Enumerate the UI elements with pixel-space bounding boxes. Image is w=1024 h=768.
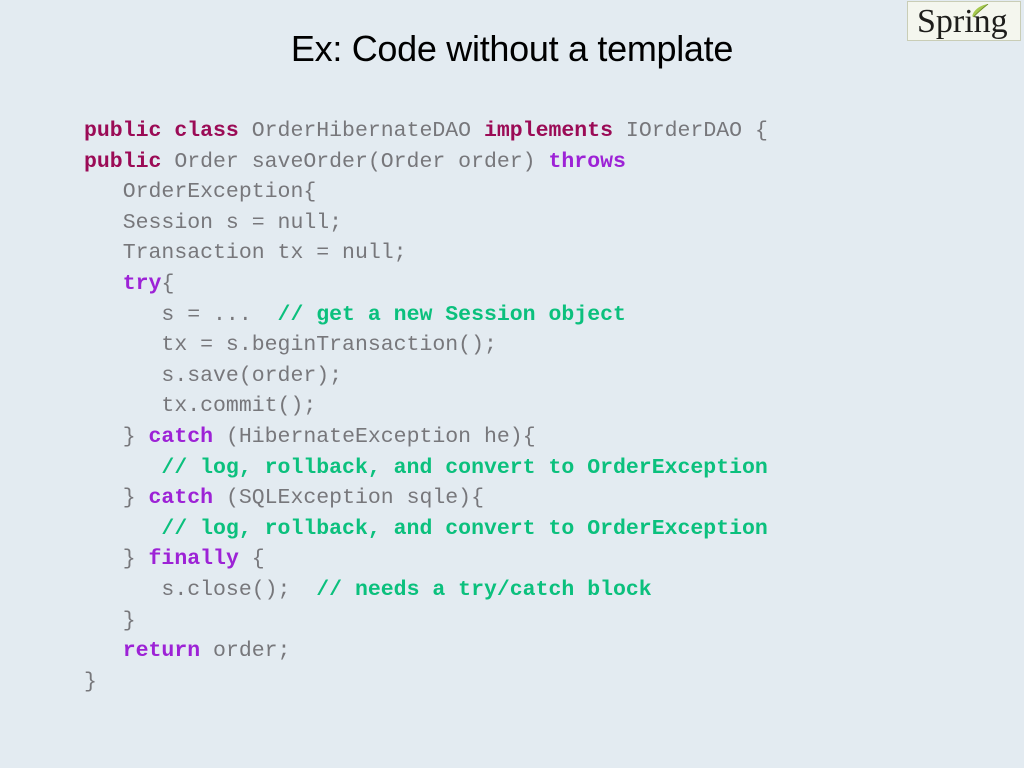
code-line: } [84,606,768,637]
leaf-icon [972,4,989,18]
code-token: IOrderDAO { [613,119,768,143]
code-line: public Order saveOrder(Order order) thro… [84,147,768,178]
code-token: } [84,669,97,694]
code-line: tx.commit(); [84,391,768,422]
code-line: } catch (SQLException sqle){ [84,483,768,514]
code-token: throws [548,149,626,174]
code-line: } [84,667,768,698]
code-line: tx = s.beginTransaction(); [84,330,768,361]
code-indent [84,272,123,296]
code-token: { [161,271,175,296]
code-token: Session s = null; [122,210,343,235]
page-title: Ex: Code without a template [290,28,734,69]
code-token: catch [148,486,214,511]
code-token: try [122,271,162,296]
code-token: OrderHibernateDAO [238,119,484,143]
code-token: finally [148,547,239,572]
code-indent [84,517,161,541]
code-line: s.close(); // needs a try/catch block [84,575,768,606]
code-token: Order saveOrder(Order order) [161,149,549,174]
code-token: tx.commit(); [161,394,317,419]
code-line: Transaction tx = null; [84,238,768,269]
code-token: implements [483,119,614,143]
code-line: } catch (HibernateException he){ [84,422,768,453]
code-line: // log, rollback, and convert to OrderEx… [84,514,768,545]
code-token: order; [200,639,291,664]
code-token: // needs a try/catch block [316,577,652,602]
code-block: public class OrderHibernateDAO implement… [84,116,768,697]
code-indent [84,609,123,633]
code-token: } [122,608,136,633]
code-indent [84,180,123,204]
code-indent [84,394,161,418]
code-token: // get a new Session object [277,302,626,327]
code-indent [84,303,161,327]
code-token: (HibernateException he){ [213,424,536,449]
code-token [161,119,174,143]
code-token: public [84,119,162,143]
code-token: // log, rollback, and convert to OrderEx… [161,516,768,541]
code-token: { [238,547,265,572]
code-line: OrderException{ [84,177,768,208]
code-token: } [122,486,149,511]
code-indent [84,547,123,571]
code-line: public class OrderHibernateDAO implement… [84,116,768,147]
code-token: s.close(); [161,577,317,602]
code-token: (SQLException sqle){ [213,486,484,511]
code-indent [84,486,123,510]
code-token: class [174,119,239,143]
code-indent [84,578,161,602]
code-indent [84,425,123,449]
code-indent [84,639,123,663]
code-line: } finally { [84,544,768,575]
code-token: public [84,149,162,174]
code-token: } [122,547,149,572]
code-indent [84,333,161,357]
code-token: catch [148,424,214,449]
code-line: try{ [84,269,768,300]
spring-logo: Spring [907,1,1021,41]
code-token: s.save(order); [161,363,343,388]
code-line: s.save(order); [84,361,768,392]
spring-logo-wordmark: Spring [917,3,1008,40]
code-indent [84,364,161,388]
code-token: tx = s.beginTransaction(); [161,333,497,358]
code-token: Transaction tx = null; [122,241,407,266]
code-token: // log, rollback, and convert to OrderEx… [161,455,768,480]
code-token: return [122,639,201,664]
code-token: } [122,424,149,449]
code-token: s = ... [161,302,278,327]
code-line: s = ... // get a new Session object [84,300,768,331]
code-indent [84,211,123,235]
code-indent [84,456,161,480]
code-indent [84,241,123,265]
code-line: return order; [84,636,768,667]
code-line: // log, rollback, and convert to OrderEx… [84,453,768,484]
code-token: OrderException{ [122,180,317,205]
code-line: Session s = null; [84,208,768,239]
